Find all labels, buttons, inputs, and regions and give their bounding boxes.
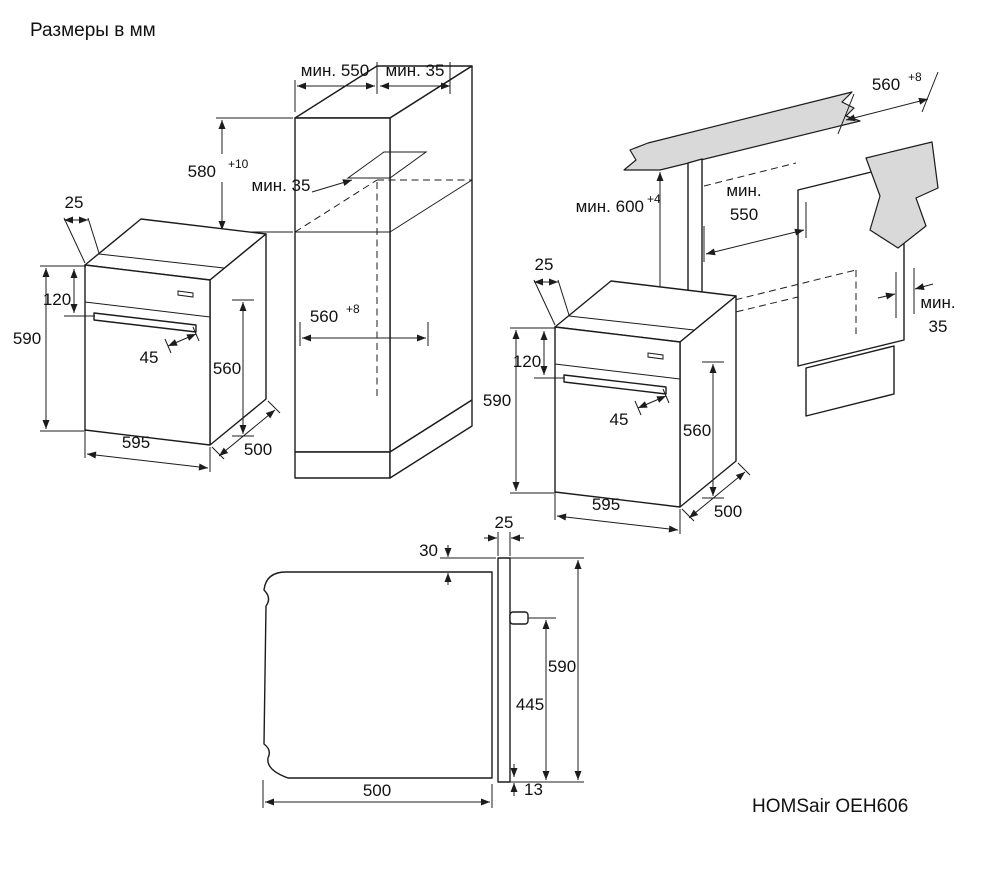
- oven-left-height-label: 590: [13, 329, 41, 348]
- dim-column-depth: [294, 62, 378, 112]
- model-label: HOMSair OEH606: [752, 796, 909, 817]
- oven-right-panel-height-label: 120: [513, 352, 541, 371]
- leader-vent-gap: [311, 179, 353, 193]
- oven-left-width-label: 595: [122, 433, 150, 452]
- column-niche-height-label: 580: [188, 162, 216, 181]
- side-top-offset-label: 30: [419, 541, 438, 560]
- column-niche-width-label: 560: [310, 307, 338, 326]
- rear-vent-slot: [346, 151, 428, 179]
- dim-side-door-thickness: [484, 532, 524, 556]
- counter-niche-width-label: 560: [872, 75, 900, 94]
- oven-door-profile: [497, 557, 511, 783]
- counter-rear-gap-word: мин.: [920, 293, 955, 312]
- column-vent-gap-label: мин. 35: [252, 176, 311, 195]
- oven-right-body-depth-label: 560: [683, 421, 711, 440]
- oven-side-view-drawing: [262, 532, 584, 808]
- oven-left-handle-offset-label: 45: [140, 348, 159, 367]
- counter-rear-gap-value: 35: [929, 317, 948, 336]
- counter-height-label: мин. 600: [576, 197, 644, 216]
- oven-left-body-width-label: 500: [244, 440, 272, 459]
- oven-right-handle-offset-label: 45: [610, 410, 629, 429]
- column-niche-height-tolerance: +10: [228, 157, 249, 171]
- side-depth-label: 500: [363, 781, 391, 800]
- oven-handle-profile: [509, 611, 529, 625]
- oven-right-top-inset-label: 25: [535, 255, 554, 274]
- oven-left-body-depth-label: 560: [213, 359, 241, 378]
- counter-height-tolerance: +4: [647, 192, 661, 206]
- dim-column-niche-height: [216, 117, 293, 233]
- tall-cabinet-column-drawing: [216, 62, 473, 479]
- counter-depth-label-word: мин.: [726, 181, 761, 200]
- dim-side-handle-height: [528, 617, 556, 780]
- dim-column-niche-width: [299, 322, 429, 346]
- oven-left-panel-height-label: 120: [43, 290, 71, 309]
- cabinet-base: [805, 345, 895, 417]
- dim-column-rear-gap: [380, 62, 451, 94]
- oven-right-height-label: 590: [483, 391, 511, 410]
- side-height-label: 590: [548, 657, 576, 676]
- oven-left-drawing: [40, 218, 280, 472]
- column-rear-gap-label: мин. 35: [386, 61, 445, 80]
- dim-counter-rear-gap: [877, 268, 934, 318]
- oven-right-drawing: [510, 280, 750, 534]
- dim-side-depth: [262, 780, 493, 808]
- torn-wall-patch: [865, 141, 939, 249]
- dim-side-bottom-offset: [510, 764, 532, 796]
- counter-niche-width-tolerance: +8: [908, 70, 922, 84]
- oven-right-width-label: 595: [592, 495, 620, 514]
- oven-body-profile: [263, 571, 493, 779]
- cabinet-plinth: [294, 451, 391, 479]
- side-handle-height-label: 445: [516, 695, 544, 714]
- left-side-panel: [687, 158, 703, 313]
- side-bottom-offset-label: 13: [524, 780, 543, 799]
- dim-side-top-offset: [440, 545, 496, 585]
- side-door-thickness-label: 25: [495, 513, 514, 532]
- oven-left-top-inset-label: 25: [65, 193, 84, 212]
- counter-depth-label-value: 550: [730, 205, 758, 224]
- counter-niche-drawing: [605, 71, 939, 417]
- column-depth-label: мин. 550: [301, 61, 369, 80]
- dim-counter-depth: [703, 202, 807, 262]
- worktop-surface: [623, 91, 861, 171]
- oven-right-body-width-label: 500: [714, 502, 742, 521]
- dim-counter-niche-width: [837, 71, 939, 135]
- page-title: Размеры в мм: [30, 20, 156, 41]
- column-niche-width-tolerance: +8: [346, 302, 360, 316]
